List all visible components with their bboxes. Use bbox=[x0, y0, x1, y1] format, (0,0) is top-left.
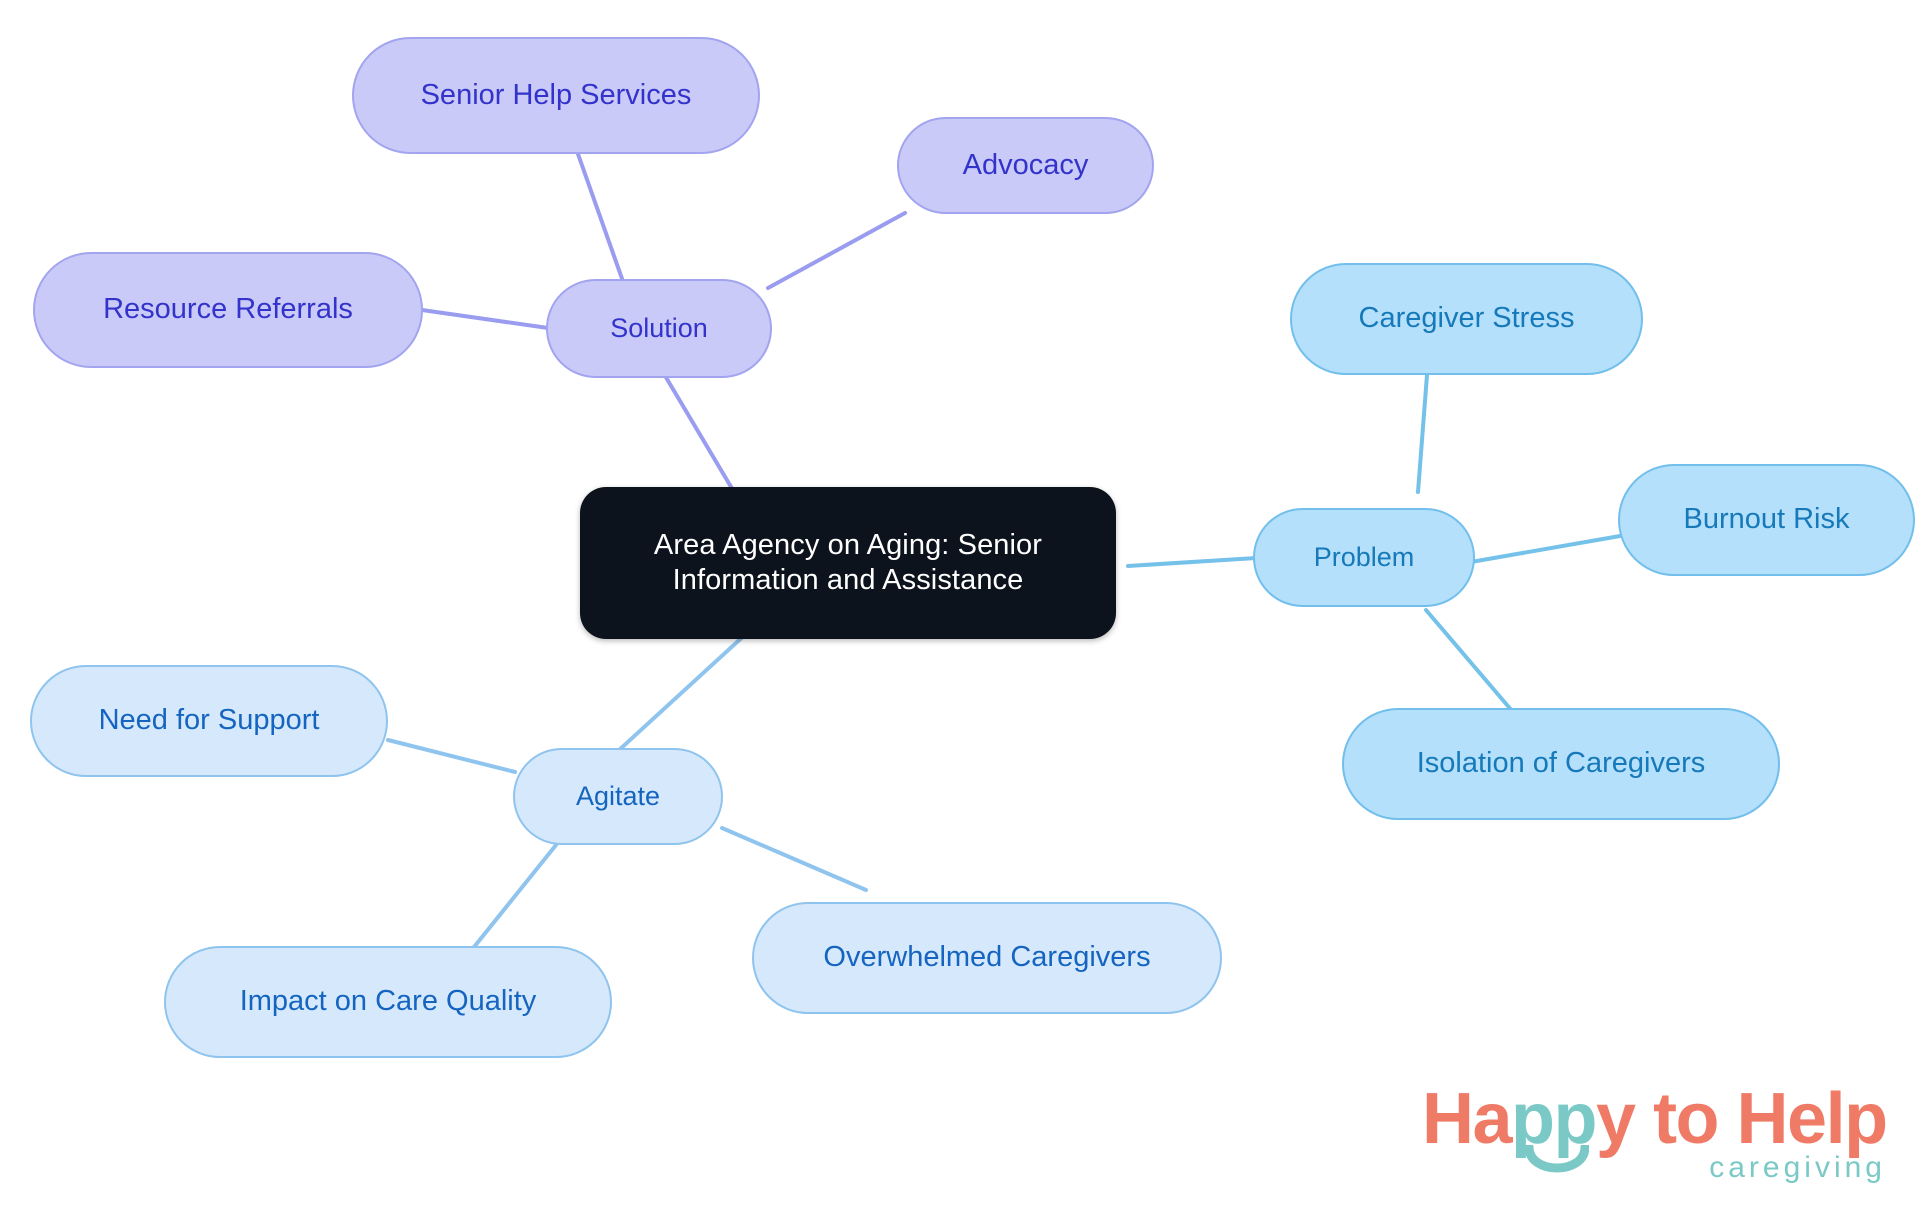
edge-solution-senior-help-services bbox=[576, 152, 628, 292]
leaf-node-impact-on-care-quality[interactable]: Impact on Care Quality bbox=[164, 946, 612, 1058]
leaf-node-isolation-of-caregivers[interactable]: Isolation of Caregivers bbox=[1342, 708, 1780, 820]
leaf-node-caregiver-stress-label: Caregiver Stress bbox=[1358, 302, 1575, 335]
root-node[interactable]: Area Agency on Aging: Senior Information… bbox=[580, 487, 1116, 639]
leaf-node-need-for-support-label: Need for Support bbox=[98, 704, 320, 737]
edge-solution-advocacy bbox=[766, 211, 907, 290]
leaf-node-caregiver-stress[interactable]: Caregiver Stress bbox=[1290, 263, 1643, 375]
edge-problem-caregiver-stress bbox=[1416, 373, 1429, 494]
logo-tagline: caregiving bbox=[1709, 1151, 1886, 1184]
leaf-node-overwhelmed-caregivers-label: Overwhelmed Caregivers bbox=[823, 941, 1151, 974]
logo-text-pp: pp bbox=[1511, 1079, 1597, 1159]
root-node-label: Area Agency on Aging: Senior Information… bbox=[653, 528, 1043, 596]
leaf-node-burnout-risk[interactable]: Burnout Risk bbox=[1618, 464, 1915, 576]
logo-text-ha: Ha bbox=[1422, 1079, 1513, 1159]
edge-root-problem bbox=[1126, 556, 1258, 568]
logo-wordmark: Happy to Help bbox=[1422, 1083, 1888, 1155]
logo-smile-icon bbox=[1525, 1145, 1589, 1173]
branch-node-solution[interactable]: Solution bbox=[546, 279, 772, 378]
edge-solution-resource-referrals bbox=[420, 308, 550, 330]
branch-node-agitate[interactable]: Agitate bbox=[513, 748, 723, 845]
leaf-node-overwhelmed-caregivers[interactable]: Overwhelmed Caregivers bbox=[752, 902, 1222, 1014]
leaf-node-resource-referrals-label: Resource Referrals bbox=[103, 293, 353, 326]
edge-problem-isolation-of-caregivers bbox=[1424, 608, 1515, 714]
logo-text-y: y bbox=[1596, 1079, 1636, 1159]
leaf-node-burnout-risk-label: Burnout Risk bbox=[1683, 503, 1850, 536]
leaf-node-senior-help-services[interactable]: Senior Help Services bbox=[352, 37, 760, 154]
leaf-node-isolation-of-caregivers-label: Isolation of Caregivers bbox=[1416, 747, 1706, 780]
branch-node-problem-label: Problem bbox=[1313, 542, 1415, 573]
branch-node-problem[interactable]: Problem bbox=[1253, 508, 1475, 607]
leaf-node-resource-referrals[interactable]: Resource Referrals bbox=[33, 252, 423, 368]
leaf-node-advocacy-label: Advocacy bbox=[962, 148, 1089, 181]
logo-text-to-help: to Help bbox=[1634, 1079, 1888, 1159]
leaf-node-impact-on-care-quality-label: Impact on Care Quality bbox=[239, 985, 537, 1018]
leaf-node-need-for-support[interactable]: Need for Support bbox=[30, 665, 388, 777]
branch-node-agitate-label: Agitate bbox=[575, 781, 661, 812]
edge-root-agitate bbox=[604, 630, 750, 764]
edge-agitate-need-for-support bbox=[386, 738, 517, 774]
leaf-node-senior-help-services-label: Senior Help Services bbox=[420, 78, 692, 111]
leaf-node-advocacy[interactable]: Advocacy bbox=[897, 117, 1154, 214]
edge-root-solution bbox=[662, 372, 742, 504]
edge-agitate-impact-on-care-quality bbox=[460, 843, 558, 964]
edge-agitate-overwhelmed-caregivers bbox=[720, 826, 868, 892]
branch-node-solution-label: Solution bbox=[610, 313, 708, 344]
brand-logo: Happy to Help caregiving bbox=[1422, 1083, 1892, 1201]
edge-problem-burnout-risk bbox=[1469, 534, 1622, 564]
